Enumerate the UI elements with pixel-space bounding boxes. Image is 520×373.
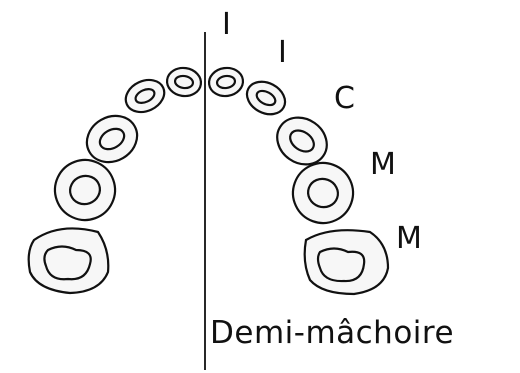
label-molar: M: [396, 224, 422, 254]
label-lateral-incisor: I: [278, 38, 287, 68]
tooth-right-premolar: [285, 155, 362, 232]
tooth-right-lateral-incisor: [241, 75, 290, 120]
label-central-incisor: I: [222, 10, 231, 40]
label-canine: C: [334, 84, 355, 114]
tooth-left-premolar: [47, 152, 124, 229]
tooth-right-central-incisor: [207, 66, 245, 98]
label-premolar: M: [370, 150, 396, 180]
caption-demi-machoire: Demi-mâchoire: [210, 318, 454, 349]
tooth-left-central-incisor: [165, 66, 203, 98]
tooth-left-molar: [29, 228, 109, 293]
tooth-left-lateral-incisor: [121, 74, 170, 118]
tooth-right-molar: [305, 230, 388, 294]
